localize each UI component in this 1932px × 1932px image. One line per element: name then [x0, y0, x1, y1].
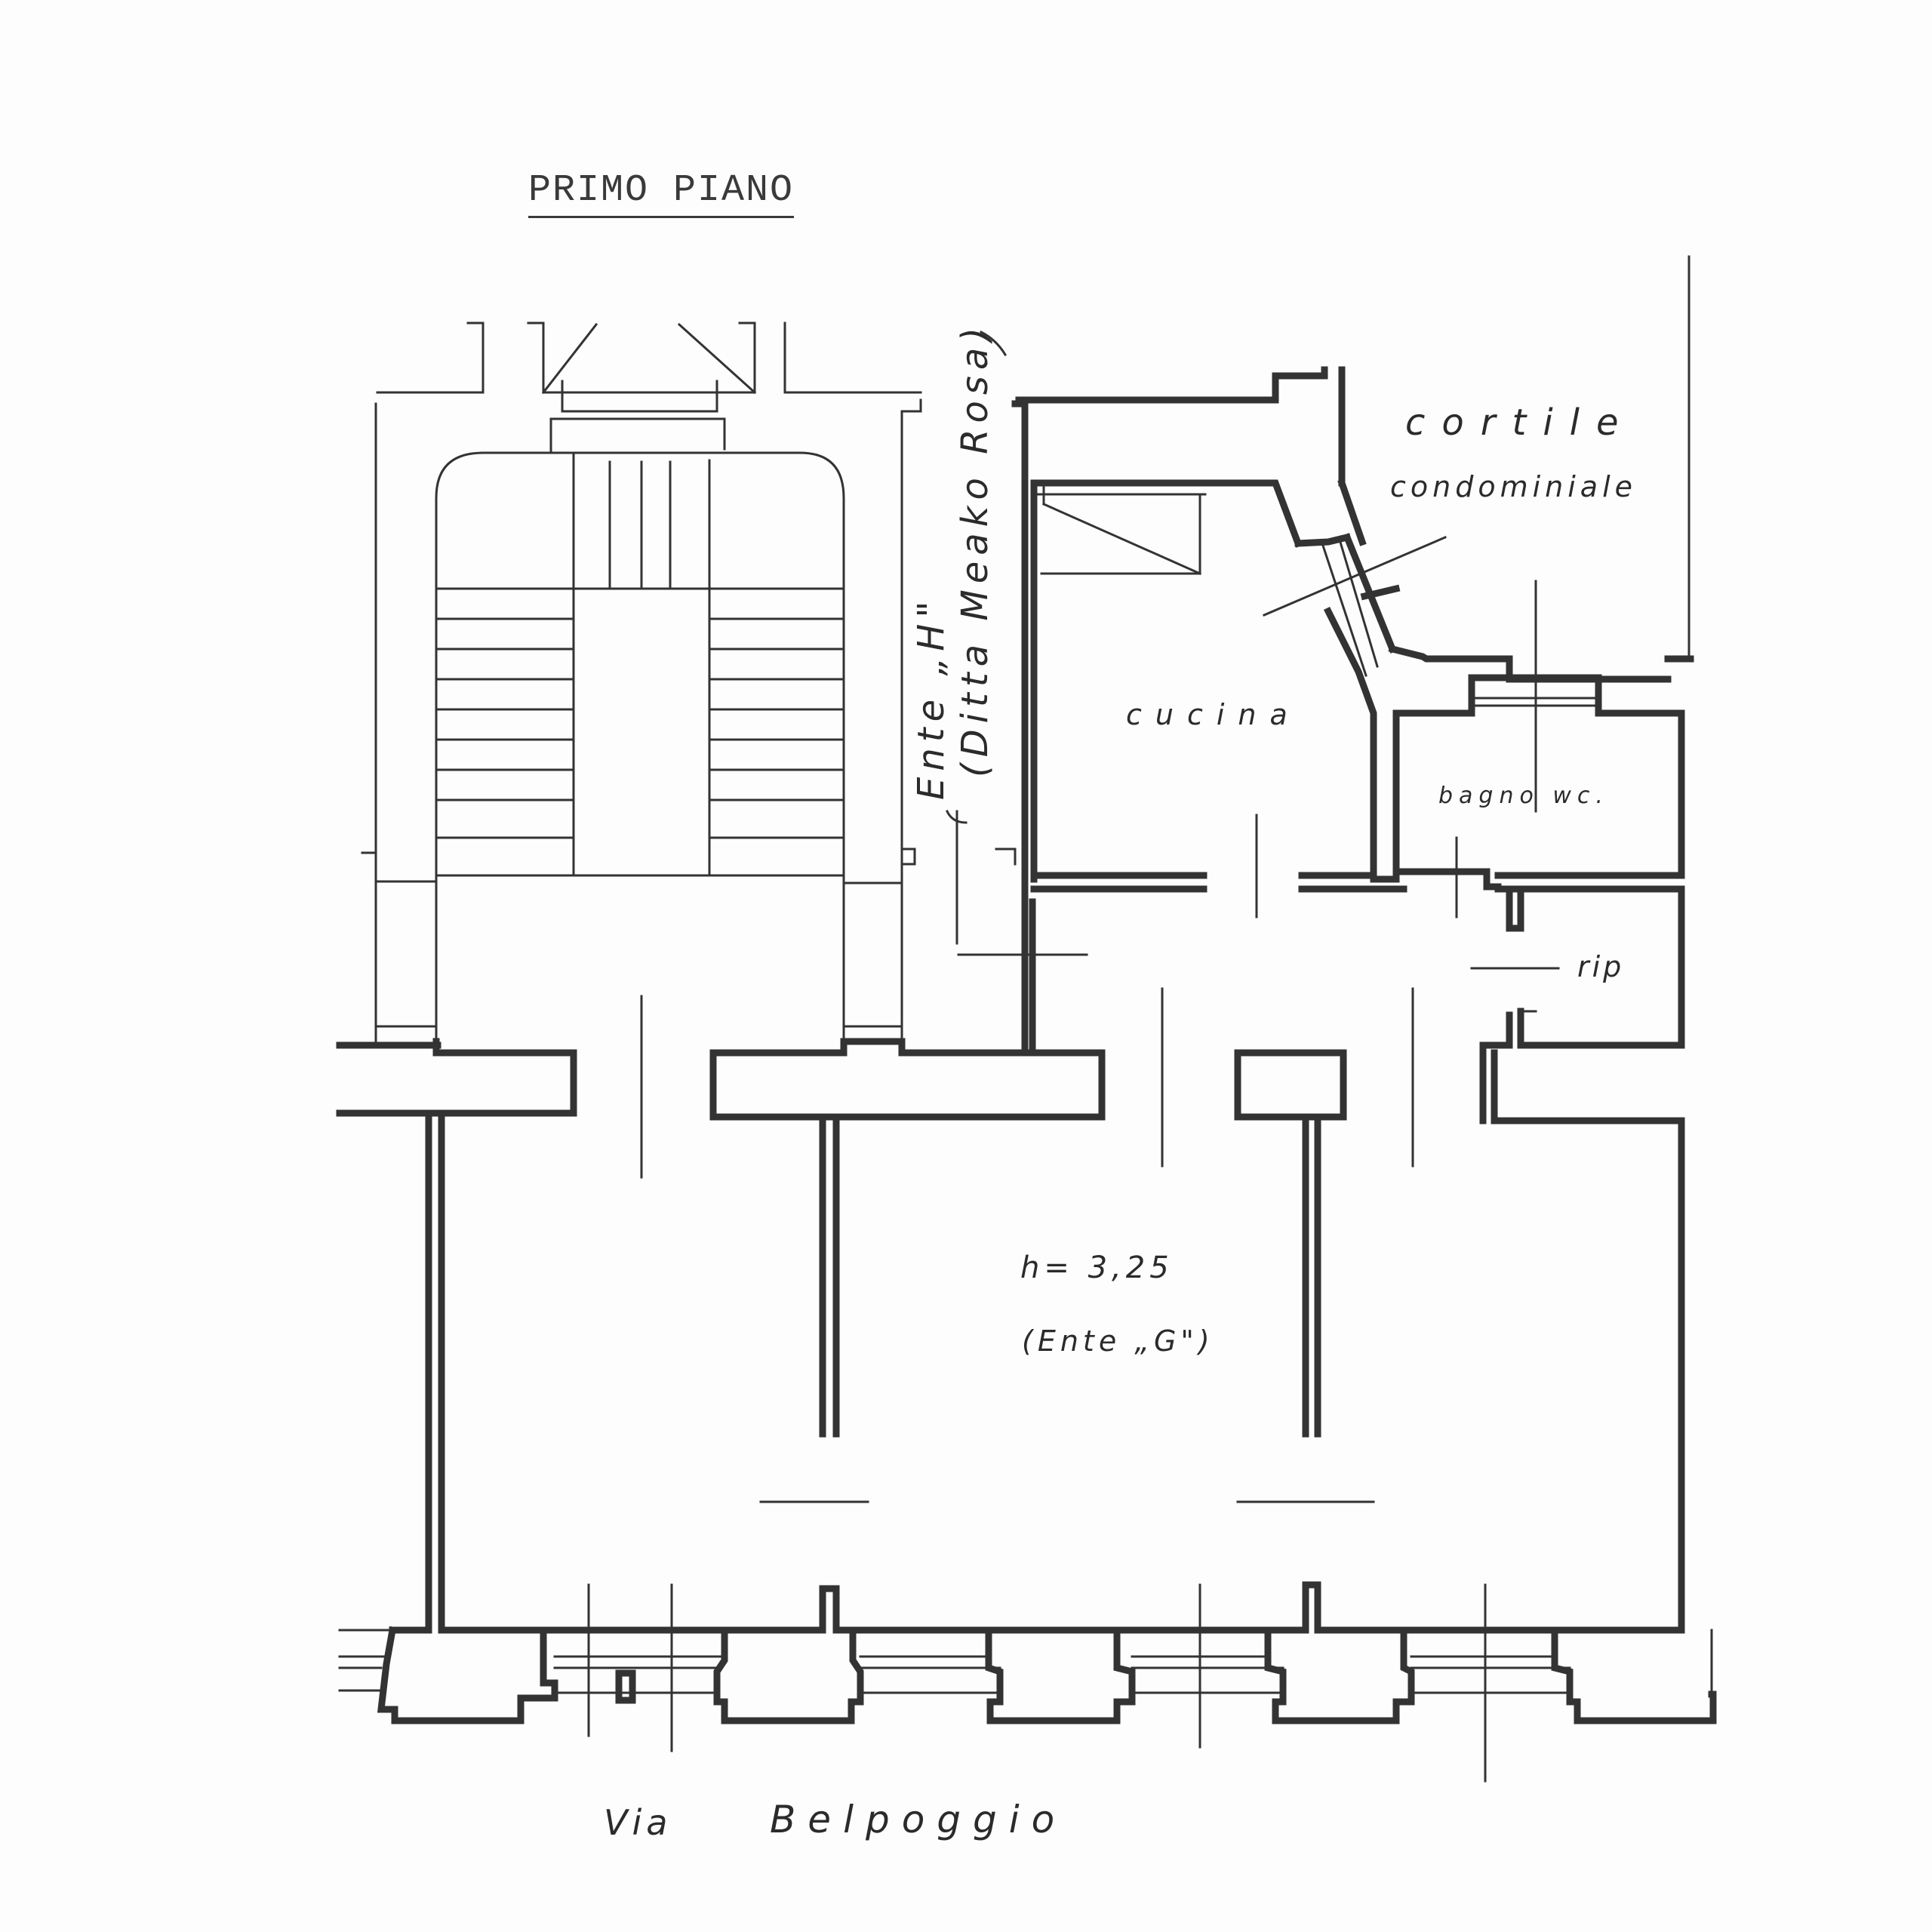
walls-right: [1015, 366, 1694, 1124]
label-street-prefix: Via: [604, 1802, 672, 1843]
label-ditta-owner: (Ditta Meako Rosa): [954, 321, 996, 777]
label-cucina: cucina: [1126, 698, 1301, 731]
label-street-name: Belpoggio: [770, 1798, 1067, 1841]
annotation-brackets: [946, 330, 1008, 824]
facade-thin-lines: [338, 953, 1713, 1783]
label-bagno-wc: bagno wc.: [1438, 783, 1609, 809]
right-thin-lines: [955, 255, 1690, 1013]
label-condominiale: condominiale: [1390, 470, 1638, 503]
label-ceiling-height: h= 3,25: [1020, 1251, 1174, 1285]
staircase: [361, 321, 922, 1179]
label-ripostiglio: rip: [1577, 950, 1625, 983]
floor-title: PRIMO PIANO: [528, 172, 795, 218]
walls: [336, 400, 1717, 1724]
label-ente-h: Ente „H": [910, 595, 952, 800]
label-ente-g: (Ente „G"): [1022, 1324, 1214, 1358]
label-cortile: cortile: [1405, 401, 1635, 444]
